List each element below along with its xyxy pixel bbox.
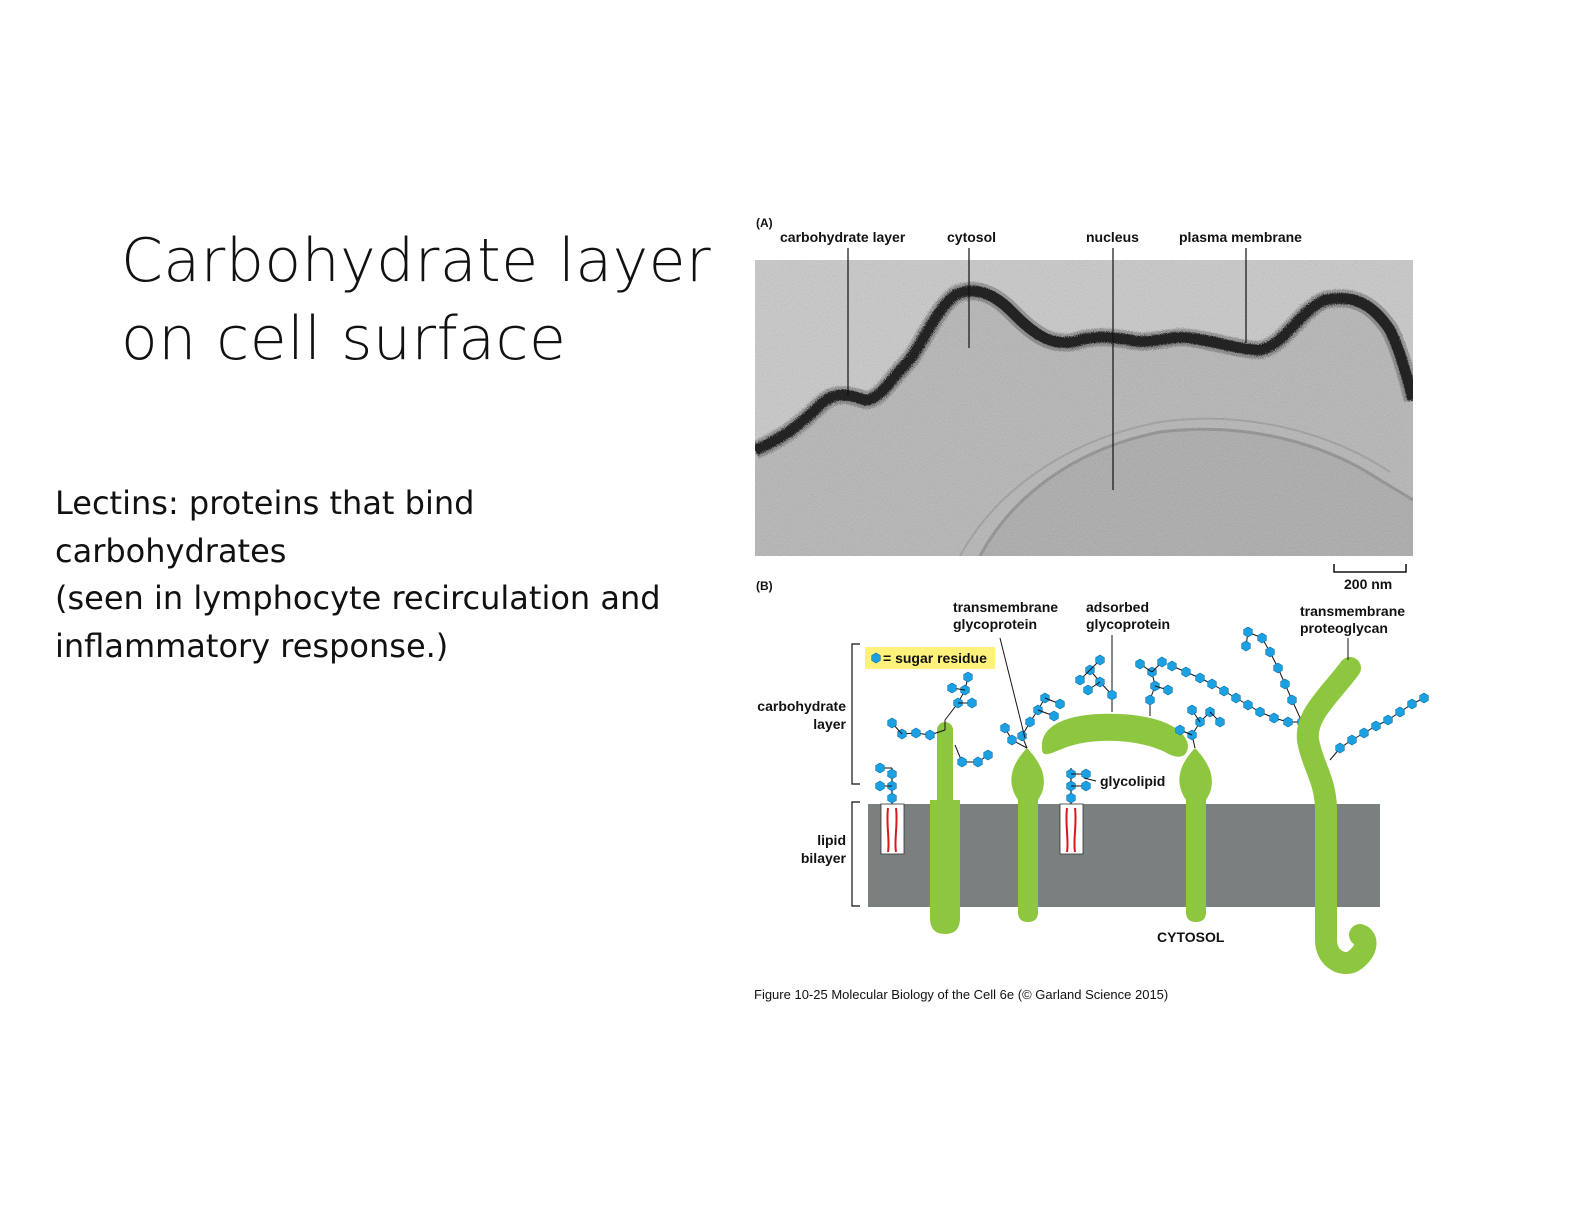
label-nucleus-a: nucleus [1086,229,1139,245]
label-carbohydrate-layer-b-1: carbohydrate [757,698,846,714]
bracket-carbohydrate-layer [851,643,860,785]
label-adsorbed-glycoprotein-2: glycoprotein [1086,616,1170,632]
body-line-4: inflammatory response.) [55,626,449,665]
transmembrane-glycoprotein [999,637,1065,922]
scale-bar [1333,564,1407,573]
sugar-legend-label: = sugar residue [883,650,987,666]
label-lipid-bilayer-1: lipid [817,832,846,848]
glycolipid-right [1059,768,1097,855]
panel-a-label: (A) [756,216,773,230]
label-glycolipid: glycolipid [1100,773,1165,789]
label-transmembrane-glycoprotein-1: transmembrane [953,599,1058,615]
scale-bar-label: 200 nm [1344,576,1392,592]
label-cytosol-b: CYTOSOL [1157,929,1225,945]
body-line-3: (seen in lymphocyte recirculation and [55,579,661,617]
transmembrane-protein-right [1175,704,1225,922]
figure-svg: (A) carbohydrate layer cytosol nucleus p… [754,216,1429,1002]
transmembrane-protein-left [887,671,993,934]
transmembrane-proteoglycan [1296,638,1429,974]
title-line-1: Carbohydrate layer [121,226,712,296]
slide-title: Carbohydrate layer on cell surface [121,222,721,378]
title-line-2: on cell surface [121,304,567,374]
label-cytosol-a: cytosol [947,229,996,245]
label-adsorbed-glycoprotein-1: adsorbed [1086,599,1149,615]
label-transmembrane-proteoglycan-1: transmembrane [1300,603,1405,619]
label-transmembrane-glycoprotein-2: glycoprotein [953,616,1037,632]
slide-body: Lectins: proteins that bind carbohydrate… [55,480,695,670]
label-transmembrane-proteoglycan-2: proteoglycan [1300,620,1388,636]
figure: (A) carbohydrate layer cytosol nucleus p… [740,200,1440,1020]
body-line-2: carbohydrates [55,531,287,570]
figure-caption: Figure 10-25 Molecular Biology of the Ce… [754,987,1168,1002]
bracket-lipid-bilayer [851,801,860,907]
proteoglycan-chain-upper [1167,626,1307,728]
body-line-1: Lectins: proteins that bind [55,484,475,522]
glycolipid-left [875,762,905,855]
panel-b-label: (B) [756,579,773,593]
electron-micrograph [755,260,1413,556]
label-plasma-membrane-a: plasma membrane [1179,229,1302,245]
label-carbohydrate-layer-a: carbohydrate layer [780,229,906,245]
sugar-legend [865,647,995,669]
adsorbed-glycoprotein [1041,635,1188,757]
sugar-residue-icon [871,652,881,664]
label-carbohydrate-layer-b-2: layer [813,716,846,732]
label-lipid-bilayer-2: bilayer [801,850,847,866]
